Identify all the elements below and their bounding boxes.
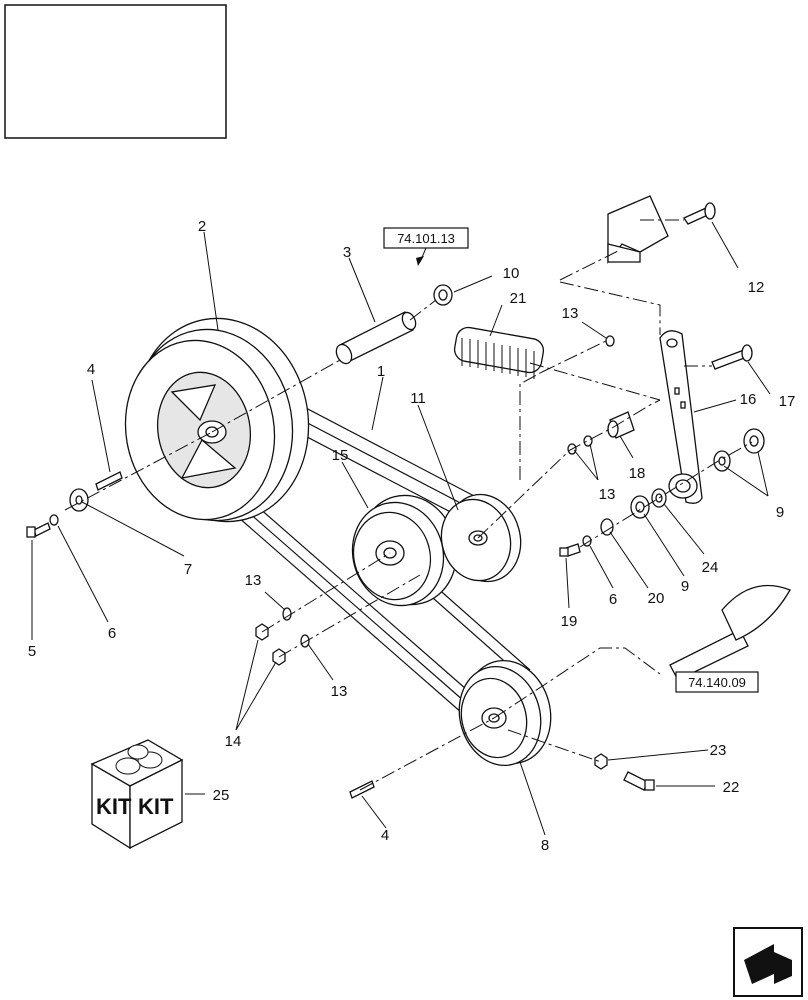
medium-pulley [351,494,458,607]
bearing-24 [651,488,667,508]
callout-24: 24 [702,559,719,576]
callout-25: 25 [213,787,230,804]
kit-label-right: KIT [138,794,174,819]
nuts-14 [255,607,310,666]
callout-18: 18 [629,465,646,482]
bushing-18 [607,411,635,439]
callout-21: 21 [510,290,527,307]
key-lower [349,780,375,799]
fasteners-lower-right [594,753,655,791]
callouts: 2 3 10 21 12 13 4 1 11 17 16 15 18 13 9 … [28,218,796,854]
callout-11: 11 [410,390,426,407]
idler-pulley [440,493,522,583]
callout-1: 1 [377,363,385,380]
title-block-box [4,4,227,139]
callout-22: 22 [723,779,740,796]
washers-9 [630,428,765,519]
kit-box-icon: KIT KIT [90,739,184,850]
callout-23: 23 [710,742,727,759]
callout-19: 19 [561,613,578,630]
callout-13: 13 [331,683,348,700]
lower-shaft-part [669,584,791,681]
callout-13: 13 [562,305,579,322]
bolt-17 [711,344,753,370]
callout-4: 4 [381,827,389,844]
callout-9: 9 [776,504,784,521]
callout-4: 4 [87,361,95,378]
callout-17: 17 [779,393,796,410]
center-lines [64,219,753,791]
callout-16: 16 [740,391,757,408]
bolt-12 [683,202,716,225]
callout-5: 5 [28,643,36,660]
lower-pulley [458,659,552,767]
fasteners-right [559,518,614,557]
reference-box-lower[interactable]: 74.140.09 [675,671,759,693]
return-arrow-icon[interactable] [733,927,803,997]
callout-10: 10 [503,265,520,282]
kit-label-left: KIT [96,794,132,819]
callout-20: 20 [648,590,665,607]
large-pulley [124,317,310,523]
callout-13: 13 [245,572,262,589]
washer-10 [433,284,453,306]
mounting-bracket [607,195,669,264]
callout-6: 6 [108,625,116,642]
reference-label: 74.140.09 [688,675,746,690]
callout-3: 3 [343,244,351,261]
callout-2: 2 [198,218,206,235]
tension-arm [659,330,703,504]
leader-lines [31,221,771,836]
spring [453,326,545,379]
callout-8: 8 [541,837,549,854]
washers-13-upper [567,335,615,455]
callout-7: 7 [184,561,192,578]
callout-14: 14 [225,733,242,750]
arrow-up-icon [416,256,424,266]
callout-13: 13 [599,486,616,503]
callout-9: 9 [681,578,689,595]
reference-label: 74.101.13 [397,231,455,246]
fasteners-left [26,471,123,538]
callout-15: 15 [332,447,349,464]
callout-12: 12 [748,279,765,296]
sleeve [335,311,417,365]
reference-box-upper[interactable]: 74.101.13 [383,227,469,266]
callout-6: 6 [609,591,617,608]
